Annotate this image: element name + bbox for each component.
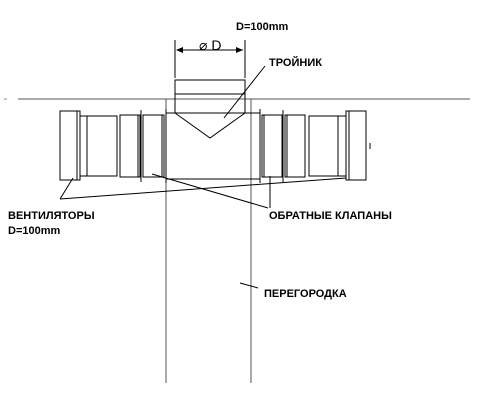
left-fan bbox=[59, 110, 118, 181]
tee-label: ТРОЙНИК bbox=[269, 57, 322, 69]
right-check-valves bbox=[261, 110, 306, 182]
diameter-dimension bbox=[174, 40, 246, 78]
tee-body bbox=[165, 109, 261, 183]
valves-leader-left bbox=[151, 173, 269, 209]
fans-leader-left bbox=[59, 177, 74, 200]
right-fan bbox=[308, 110, 371, 181]
tee-diameter-label: D=100mm bbox=[236, 21, 289, 33]
left-check-valves bbox=[119, 110, 165, 182]
partition-leader bbox=[239, 282, 259, 289]
diameter-symbol-label: ⌀ D bbox=[199, 37, 222, 53]
tee-branch bbox=[174, 79, 246, 139]
partition-label: ПЕРЕГОРОДКА bbox=[264, 288, 347, 300]
tee-leader bbox=[223, 65, 266, 119]
check-valves-label: ОБРАТНЫЕ КЛАПАНЫ bbox=[269, 210, 392, 222]
fans-label: ВЕНТИЛЯТОРЫ bbox=[8, 210, 95, 222]
fans-diameter-label: D=100mm bbox=[8, 225, 61, 237]
